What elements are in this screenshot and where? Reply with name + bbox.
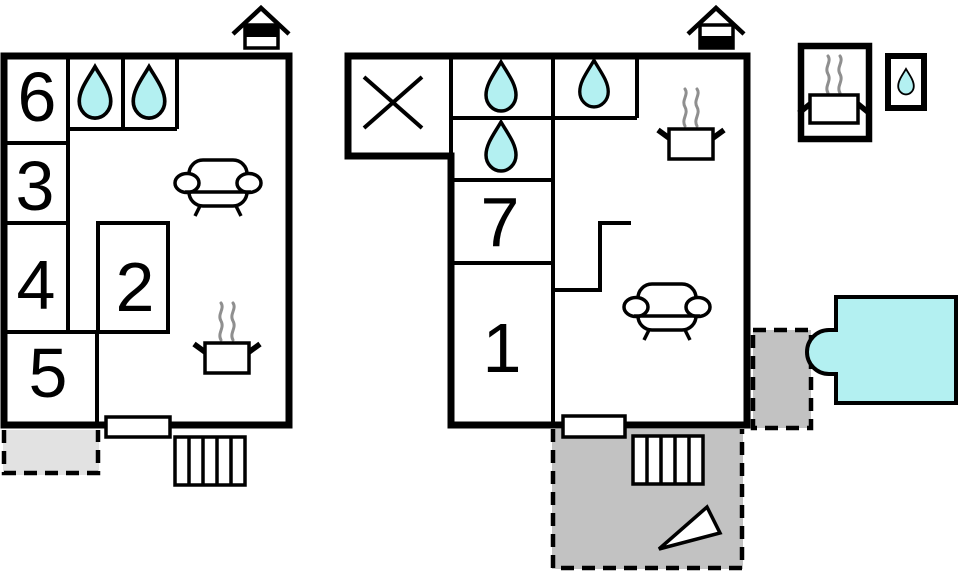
triangle-icon xyxy=(657,504,723,551)
terrace-upper-border xyxy=(1,430,101,476)
door-icon xyxy=(104,415,172,439)
stairs-icon xyxy=(553,221,631,292)
stove-icon xyxy=(808,93,860,125)
door-icon xyxy=(561,414,627,439)
room-label-5: 5 xyxy=(29,334,68,412)
room-label-6: 6 xyxy=(18,58,57,136)
room-label-1: 1 xyxy=(483,309,522,387)
annex-kitchen-box xyxy=(797,42,873,143)
exterior-stairs-icon xyxy=(631,434,705,486)
room-label-4: 4 xyxy=(17,246,56,324)
room-label-7: 7 xyxy=(481,183,520,261)
room-label-2: 2 xyxy=(116,248,155,326)
annex-bath-box xyxy=(885,53,927,111)
exterior-stairs-icon xyxy=(173,435,247,487)
plan-ground-floor: 7 1 xyxy=(344,4,751,571)
interior-walls-ground xyxy=(362,56,639,425)
outdoor-annexes xyxy=(750,42,958,431)
entrance-ground-icon xyxy=(686,4,746,50)
pool-icon xyxy=(805,295,958,405)
room-label-3: 3 xyxy=(16,147,55,225)
interior-walls-upper xyxy=(4,56,179,423)
room-2-walls xyxy=(96,221,170,334)
crossed-room-icon xyxy=(362,75,424,130)
stove-icon xyxy=(194,343,260,373)
plan-upper-floor: 6 3 4 5 2 xyxy=(0,4,293,487)
terrace-ground-border xyxy=(550,429,745,571)
entrance-upper-icon xyxy=(231,4,291,50)
terrace-upper xyxy=(3,430,99,475)
terrace-small xyxy=(750,327,814,431)
stove-icon xyxy=(658,129,724,159)
